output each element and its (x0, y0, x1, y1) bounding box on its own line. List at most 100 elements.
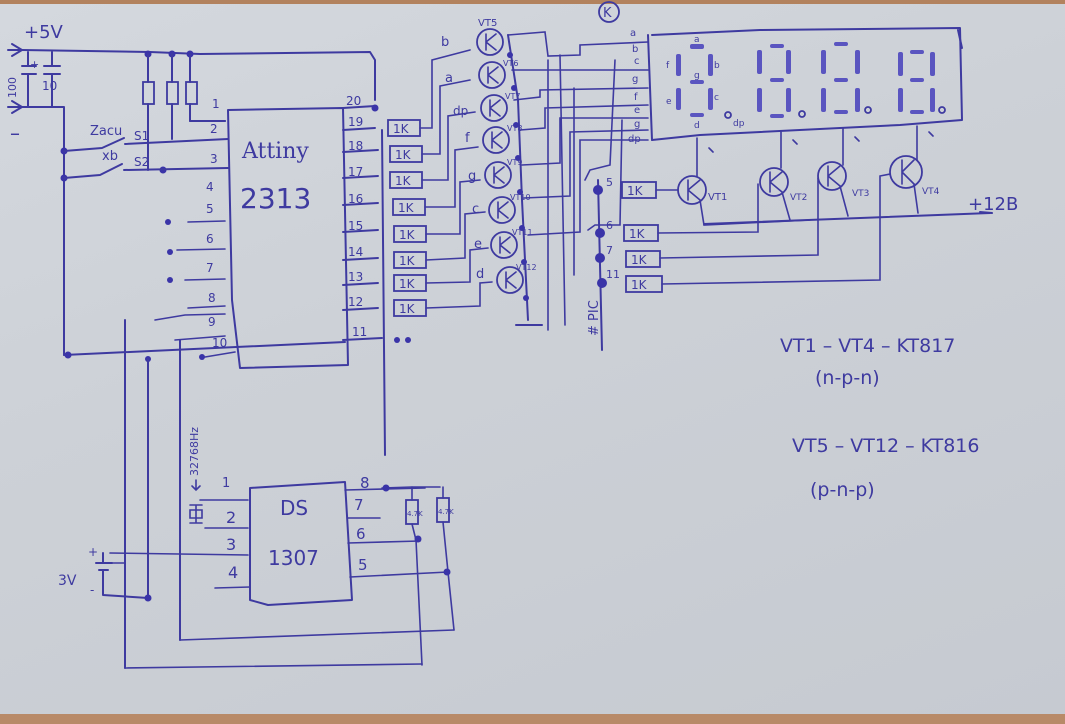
connector-pin-c: c (634, 56, 640, 67)
transistor-vt1-label: VT1 (708, 192, 727, 203)
ground-label: – (10, 121, 20, 145)
attiny-pin-4: 4 (206, 180, 214, 194)
segment-resistor-label: 1K (399, 277, 416, 291)
display-digit-1: a b f g c e d dp (666, 35, 745, 131)
transistor-vt2-icon (759, 167, 789, 197)
plus5v-rail (21, 49, 376, 101)
ground-rail-left (21, 106, 65, 356)
transistor-vt4-icon (889, 155, 923, 189)
transistor-vt11-icon (490, 231, 518, 259)
note-vt1-vt4: VT1 – VT4 – KT817 (780, 335, 955, 357)
transistor-vt10-label: VT10 (510, 193, 531, 202)
ds1307-chip: DS 1307 1 2 3 4 8 7 6 5 32768Hz 4.7K 4.7… (58, 427, 455, 669)
battery-minus-label: - (90, 583, 94, 597)
pic-pin-6[interactable] (595, 228, 605, 238)
ds1307-pin-3: 3 (226, 535, 236, 554)
attiny-pin-10: 10 (212, 336, 227, 350)
display-digit-4 (898, 50, 946, 114)
attiny-pin-9: 9 (208, 315, 216, 329)
transistor-vt9-label: VT9 (507, 158, 522, 167)
ds1307-name: DS (280, 496, 308, 520)
connector-pin-e: e (634, 105, 640, 116)
transistor-vt4-label: VT4 (922, 187, 940, 197)
segment-resistor-label: 1K (398, 201, 415, 215)
capacitor-100 (21, 51, 37, 108)
button-label-xb: xb (102, 149, 118, 164)
ds1307-pin-6: 6 (356, 525, 366, 543)
segment-name-c: c (472, 202, 479, 217)
ds1307-model: 1307 (268, 546, 319, 570)
button-label-zacu: Zacu (90, 124, 122, 139)
ds1307-pin-2: 2 (226, 508, 236, 527)
plus5v-arrow-icon (7, 43, 23, 57)
attiny-pin-3: 3 (210, 152, 218, 166)
ground-rail-bottom (63, 341, 346, 356)
rtc-pullup-2-label: 4.7K (438, 508, 454, 516)
pic-pin-column (597, 179, 603, 351)
attiny-pin-16: 16 (348, 192, 363, 206)
transistor-vt9-icon (484, 161, 512, 189)
ground-arrow-icon (7, 100, 23, 114)
power-input: +5V – + 100 10 (6, 22, 376, 359)
plus12v-label: +12B (968, 194, 1018, 215)
attiny-pin-7: 7 (206, 261, 214, 275)
digit1-seg-b: b (714, 61, 720, 71)
transistor-vt6-label: VT6 (503, 59, 518, 68)
connector-pin-g1: g (632, 74, 638, 85)
segment-name-a: a (445, 71, 453, 86)
pic-pin-5[interactable] (593, 185, 603, 195)
transistor-vt8-icon (482, 126, 510, 154)
table-edge-bottom (0, 714, 1065, 724)
ds1307-pin-7: 7 (354, 496, 364, 514)
digit1-seg-f: f (666, 61, 670, 71)
pic-pin-11[interactable] (597, 278, 607, 288)
plus12v-rail (703, 212, 991, 225)
connector-k: K a b c g f e g dp (507, 1, 653, 331)
digit1-seg-d: d (694, 121, 700, 131)
segment-resistor-label: 1K (399, 254, 416, 268)
transistor-vt5-icon (476, 28, 504, 56)
pic-pin-7[interactable] (595, 253, 605, 263)
attiny-pin-20: 20 (346, 94, 361, 108)
ds1307-pin-4: 4 (228, 563, 238, 582)
attiny-name: Attiny (241, 139, 309, 164)
button-s1-switch[interactable] (63, 137, 125, 152)
connector-k-label: K (603, 6, 612, 21)
battery-icon (95, 552, 152, 602)
segment-name-dp: dp (453, 104, 468, 118)
digit1-seg-g: g (694, 71, 700, 81)
cap-100-label: 100 (6, 77, 19, 98)
segment-resistor-label: 1K (395, 174, 412, 188)
connector-k-circle (598, 1, 620, 23)
cap-10-label: 10 (42, 79, 57, 93)
segment-resistors: 1K 1K 1K 1K 1K 1K 1K 1K (387, 49, 493, 317)
attiny-pin-6: 6 (206, 232, 214, 246)
attiny-pin-8: 8 (208, 291, 216, 305)
attiny-pin-14: 14 (348, 245, 363, 259)
digit-resistor-label: 1K (627, 184, 644, 198)
note-vt5-vt12: VT5 – VT12 – KT816 (792, 435, 980, 457)
attiny-pin-1: 1 (212, 97, 220, 111)
pic-pin-5-label: 5 (606, 176, 613, 189)
transistor-vt6-icon (478, 61, 506, 89)
digit-drivers: +12B VT1 VT2 VT3 VT4 5 6 7 11 1K 1K 1K 1… (584, 59, 1018, 351)
button-s2-switch[interactable] (63, 163, 123, 179)
button-s1-label: S1 (134, 129, 149, 143)
transistor-vt8-label: VT8 (507, 124, 522, 133)
transistor-vt3-label: VT3 (852, 189, 869, 199)
segment-resistor-label: 1K (393, 122, 410, 136)
note-npn: (n-p-n) (815, 367, 880, 389)
attiny-pin-11: 11 (352, 325, 367, 339)
digit-resistor (625, 250, 661, 268)
digit-resistor-label: 1K (631, 253, 648, 267)
transistor-vt11-label: VT11 (512, 228, 533, 237)
digit1-seg-c: c (714, 93, 719, 103)
cap-plus-label: + (30, 58, 39, 71)
transistor-vt7-icon (480, 94, 508, 122)
transistor-vt12-label: VT12 (516, 263, 537, 272)
attiny-pin-12: 12 (348, 295, 363, 309)
capacitor-10 (43, 51, 61, 108)
transistor-vt12-icon (496, 266, 524, 294)
pic-pin-11-label: 11 (606, 268, 620, 281)
attiny-pin-17: 17 (348, 165, 363, 179)
